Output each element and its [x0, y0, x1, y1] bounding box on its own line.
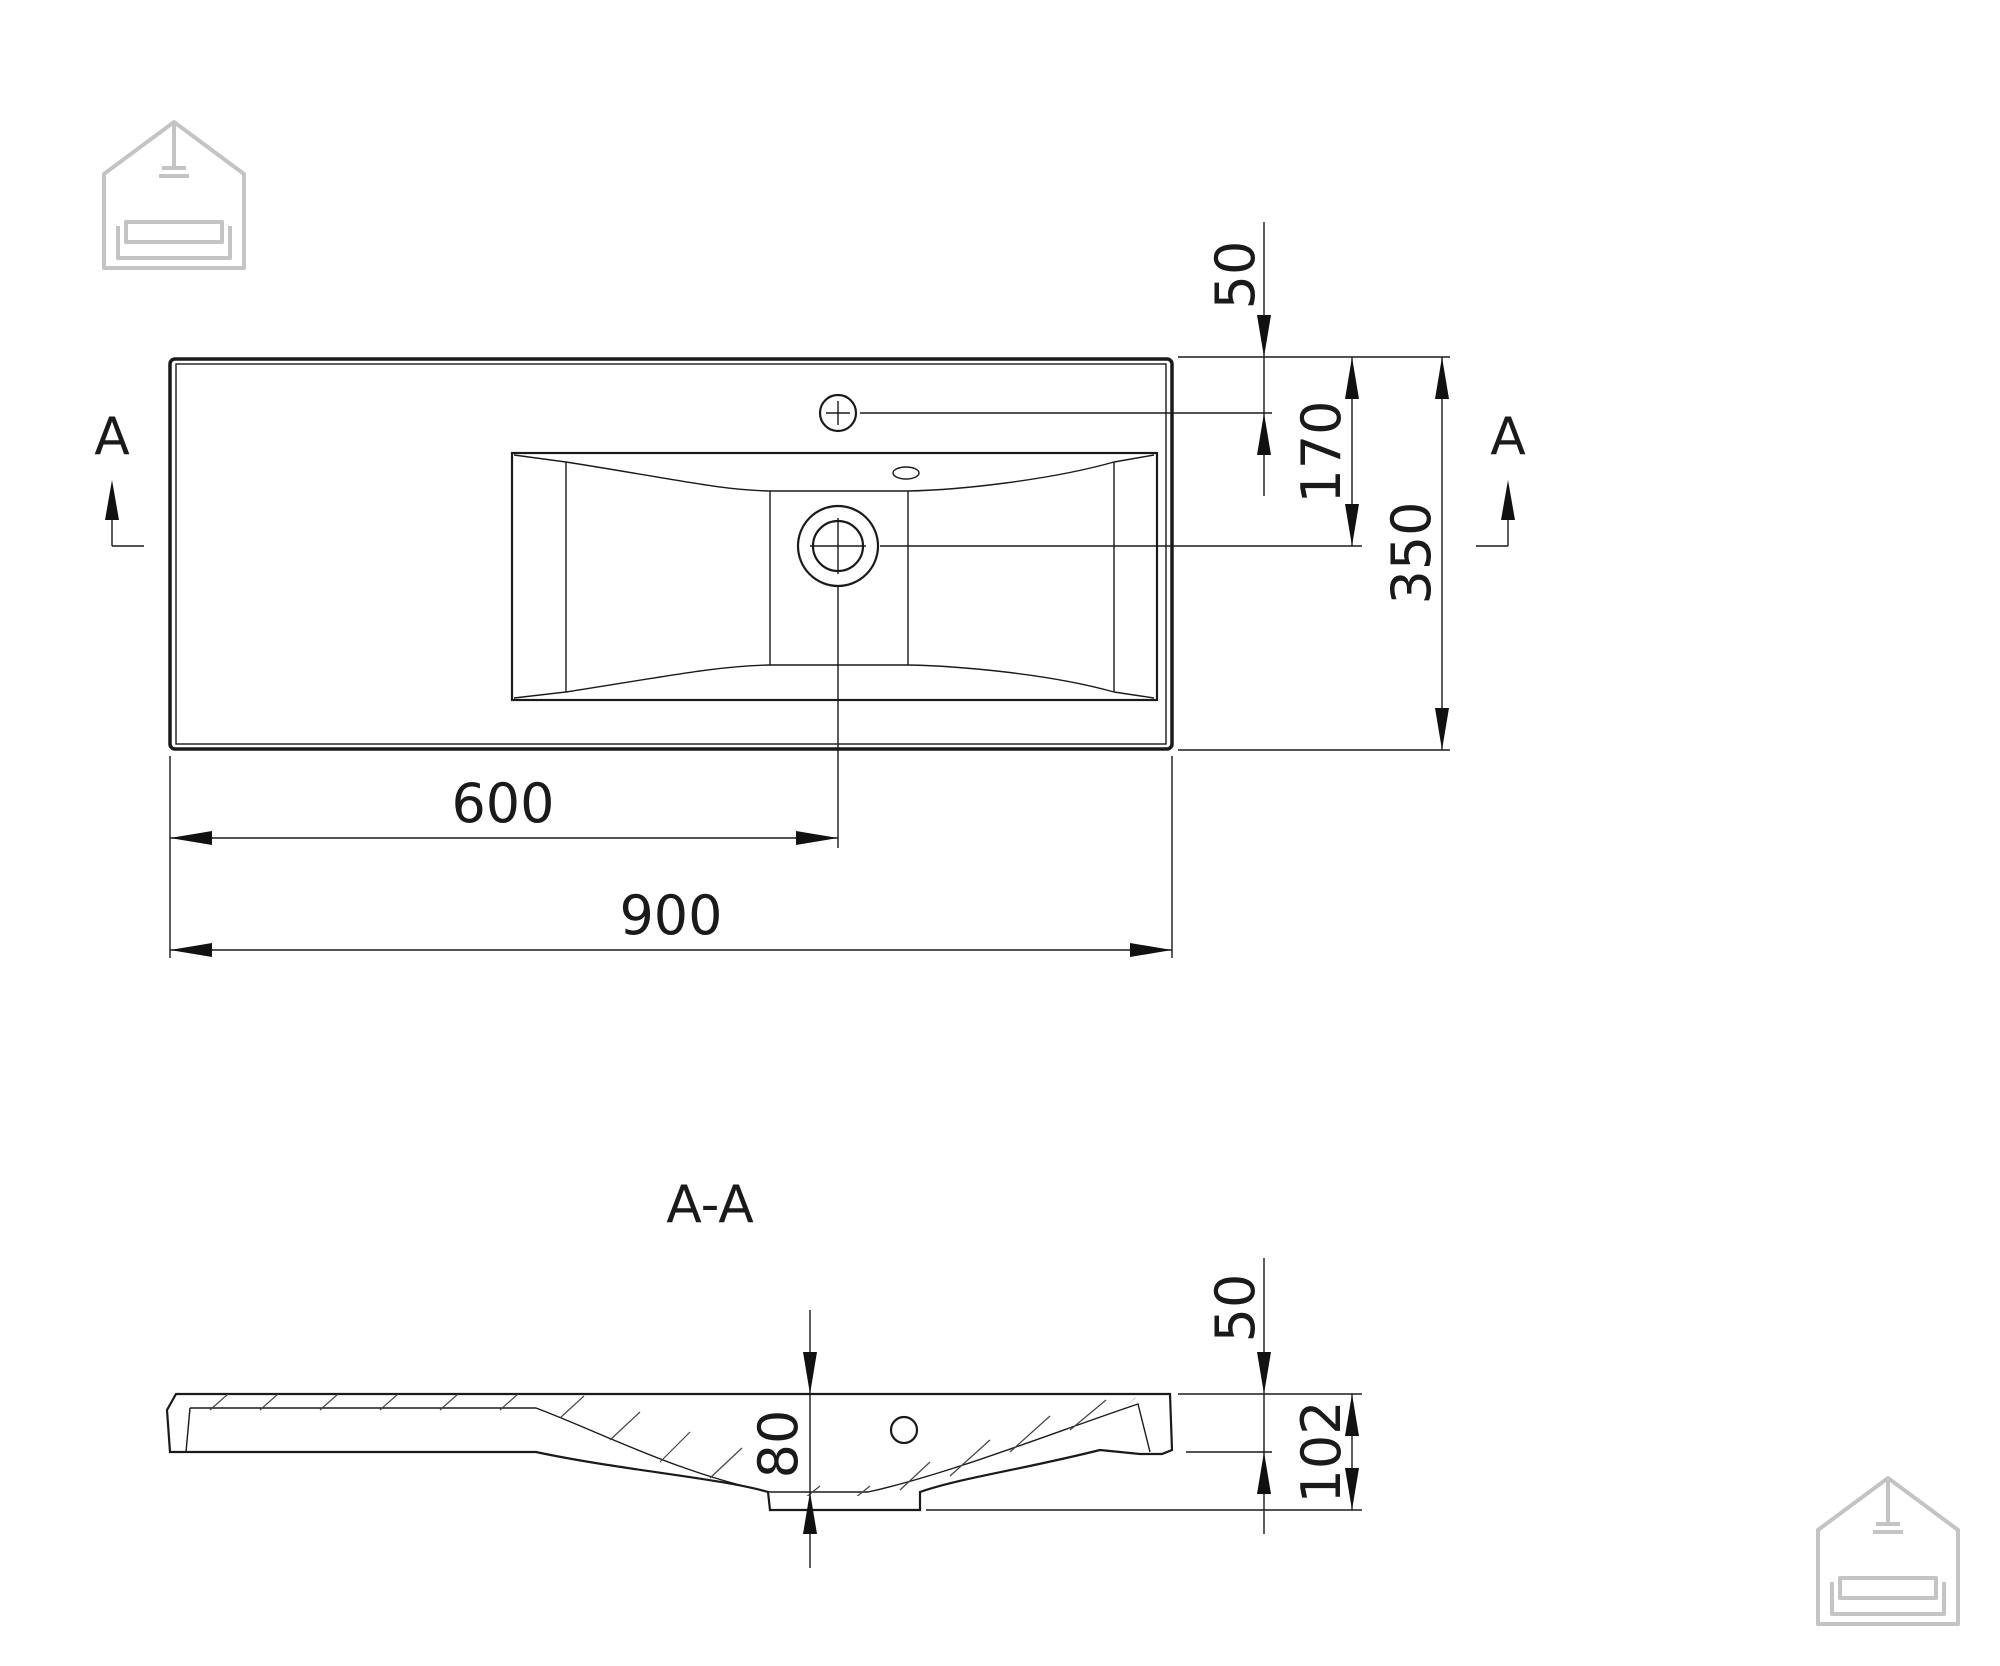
dim-tap-to-drain: 170: [1290, 400, 1353, 503]
house-sofa-logo: [1816, 1476, 1960, 1626]
dim-width: 900: [619, 884, 722, 947]
basin-section-profile: [165, 1392, 1174, 1512]
plan-view: 50 170 350 600 900 A A: [94, 222, 1526, 958]
svg-text:A: A: [1490, 407, 1526, 467]
basin-outline: [168, 357, 1174, 751]
tap-hole: [818, 393, 858, 433]
section-marker-right: A: [1476, 407, 1526, 547]
dim-depth: 350: [1380, 501, 1443, 604]
overflow-hole: [892, 466, 920, 480]
dim-section-height: 102: [1290, 1400, 1353, 1503]
house-sofa-logo: [102, 120, 246, 270]
section-marker-left: A: [94, 407, 144, 547]
section-title: A-A: [666, 1175, 754, 1235]
dim-section-top: 50: [1204, 1274, 1267, 1343]
dim-tap-offset: 50: [1204, 241, 1267, 310]
overflow-hole-section: [889, 1415, 919, 1445]
svg-text:A: A: [94, 407, 130, 467]
bowl-outline: [510, 451, 1159, 702]
dim-drain-from-left: 600: [451, 772, 554, 835]
dim-bowl-depth: 80: [747, 1410, 810, 1479]
section-view: A-A 80 50 102: [165, 1175, 1362, 1568]
